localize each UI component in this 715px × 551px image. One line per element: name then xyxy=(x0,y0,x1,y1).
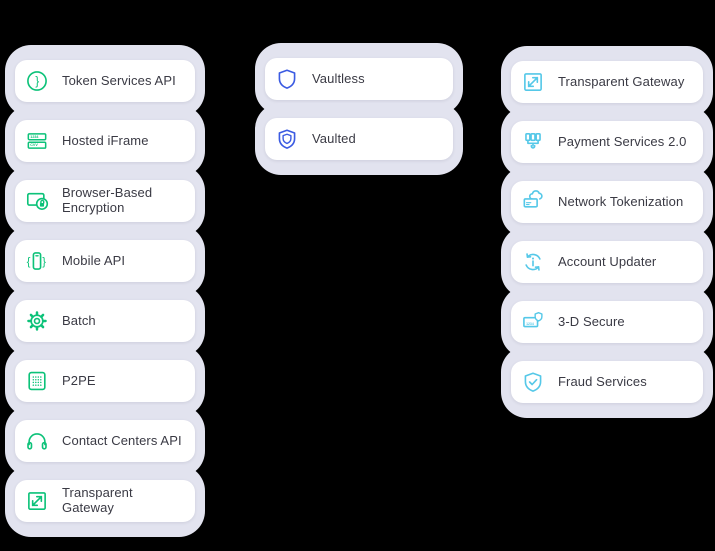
svg-text:CVV: CVV xyxy=(30,143,38,147)
card-cloud-icon xyxy=(523,190,543,208)
column-services: Transparent Gateway Payment Services 2.0 xyxy=(501,46,713,418)
tile-card-transparent-gateway-left[interactable]: Transparent Gateway xyxy=(15,480,195,522)
svg-text:{: { xyxy=(27,256,31,268)
column-vault: Vaultless Vaulted xyxy=(255,43,463,175)
tile-card-contact-centers-api[interactable]: Contact Centers API xyxy=(15,420,195,462)
tile-card-mobile-api[interactable]: { } Mobile API xyxy=(15,240,195,282)
refresh-info-icon xyxy=(525,253,541,271)
tile-label: Batch xyxy=(62,312,96,328)
svg-text:}: } xyxy=(42,256,46,268)
svg-text:1234: 1234 xyxy=(526,322,534,326)
shield-nested-icon xyxy=(278,129,296,149)
mobile-braces-icon: { } xyxy=(27,252,46,270)
tile-label: Token Services API xyxy=(62,72,176,88)
tile-label: 3-D Secure xyxy=(558,313,625,329)
tile-card-hosted-iframe[interactable]: 1234 CVV Hosted iFrame xyxy=(15,120,195,162)
tile-label: Hosted iFrame xyxy=(62,132,149,148)
card-fields-icon: 1234 CVV xyxy=(27,133,47,149)
tile-label: Transparent Gateway xyxy=(62,485,133,515)
shield-outline-icon xyxy=(278,69,296,89)
tile-label: Account Updater xyxy=(558,253,657,269)
tile-fraud-services: Fraud Services xyxy=(501,346,713,418)
tile-label: P2PE xyxy=(62,372,96,388)
tile-label: Payment Services 2.0 xyxy=(558,133,687,149)
svg-text:}: } xyxy=(35,74,39,88)
tile-card-payment-services[interactable]: Payment Services 2.0 xyxy=(511,121,703,163)
tile-card-account-updater[interactable]: Account Updater xyxy=(511,241,703,283)
connector-ports-icon xyxy=(525,132,541,149)
headset-icon xyxy=(27,433,47,450)
column-apis: } Token Services API 1234 CVV Hosted iFr… xyxy=(5,45,205,537)
tile-card-vaulted[interactable]: Vaulted xyxy=(265,118,453,160)
gear-icon xyxy=(27,311,47,331)
tile-card-vaultless[interactable]: Vaultless xyxy=(265,58,453,100)
tile-card-3d-secure[interactable]: 1234 3-D Secure xyxy=(511,301,703,343)
tile-label: Mobile API xyxy=(62,252,126,268)
tile-vaulted: Vaulted xyxy=(255,103,463,175)
tile-label: Contact Centers API xyxy=(62,432,182,448)
tile-card-fraud-services[interactable]: Fraud Services xyxy=(511,361,703,403)
browser-lock-icon xyxy=(26,192,49,210)
tile-transparent-gateway-left: Transparent Gateway xyxy=(5,465,205,537)
tile-card-browser-based-encryption[interactable]: Browser-Based Encryption xyxy=(15,180,195,222)
tile-card-token-services-api[interactable]: } Token Services API xyxy=(15,60,195,102)
tile-card-network-tokenization[interactable]: Network Tokenization xyxy=(511,181,703,223)
tile-label: Browser-Based Encryption xyxy=(62,185,153,215)
tile-card-p2pe[interactable]: P2PE xyxy=(15,360,195,402)
tile-card-transparent-gateway-right[interactable]: Transparent Gateway xyxy=(511,61,703,103)
tile-card-batch[interactable]: Batch xyxy=(15,300,195,342)
token-circle-brace-icon: } xyxy=(27,71,47,91)
tile-label: Fraud Services xyxy=(558,373,647,389)
card-shield-icon: 1234 xyxy=(523,311,543,328)
tile-label: Network Tokenization xyxy=(558,193,684,209)
expand-arrow-icon xyxy=(524,73,542,91)
keypad-grid-icon xyxy=(28,371,46,391)
expand-arrow-icon xyxy=(28,492,46,510)
tile-label: Vaulted xyxy=(312,130,356,146)
svg-text:1234: 1234 xyxy=(30,135,39,139)
shield-check-icon xyxy=(524,372,542,392)
tile-label: Vaultless xyxy=(312,70,365,86)
tile-label: Transparent Gateway xyxy=(558,73,685,89)
